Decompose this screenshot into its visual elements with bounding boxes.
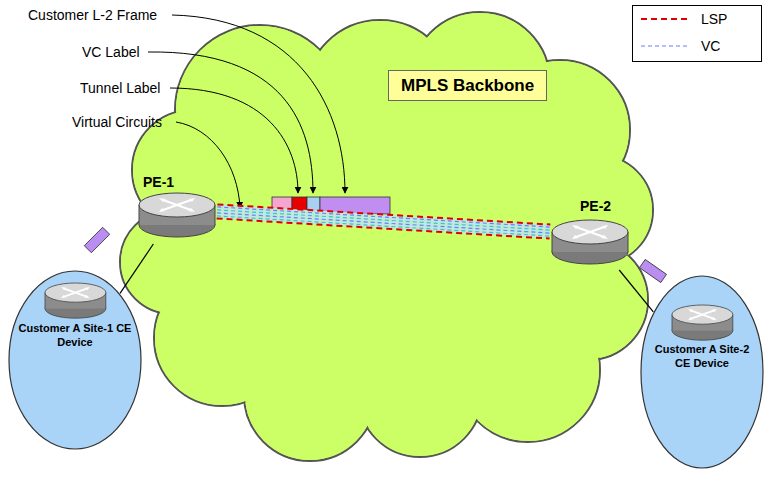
legend-line	[641, 18, 687, 20]
node-text: PE-1	[143, 174, 217, 192]
access-line	[619, 270, 653, 312]
vc-line	[217, 216, 550, 236]
legend-entry: LSP	[641, 9, 727, 29]
legend-text: VC	[701, 38, 720, 54]
access-line	[120, 244, 153, 293]
site-outline	[640, 275, 764, 469]
access-link	[619, 270, 653, 312]
site-ellipse	[641, 276, 763, 468]
callout-label: VC Label	[82, 44, 140, 60]
node-text: Customer A Site-2 CE Device	[647, 343, 757, 371]
leader-lines	[148, 15, 345, 208]
vc-line	[217, 210, 550, 230]
callout-label: Virtual Circuits	[72, 114, 162, 130]
backbone-label-box: MPLS Backbone	[388, 70, 547, 101]
legend-sample	[641, 14, 689, 24]
node-text: MPLS Backbone	[401, 75, 534, 96]
legend-line	[641, 45, 687, 46]
router-icon	[552, 220, 628, 264]
node-text: PE-2	[580, 198, 630, 216]
frame-icon	[639, 259, 666, 282]
frame-icon	[84, 227, 109, 252]
lsp-line	[217, 218, 550, 238]
legend-text: LSP	[701, 11, 727, 27]
router-icon	[139, 193, 215, 237]
callout-label: Customer L-2 Frame	[28, 7, 157, 23]
customer-site: Customer A Site-1 CE Device	[8, 270, 142, 450]
access-link	[120, 244, 153, 293]
node-text: Customer A Site-1 CE Device	[17, 322, 133, 350]
legend-sample	[641, 41, 689, 51]
vc-line	[217, 213, 550, 233]
pe-router: PE-1	[137, 174, 217, 244]
legend-entry: VC	[641, 36, 720, 56]
router-icon	[672, 305, 733, 340]
vc-band	[217, 204, 551, 238]
router-icon	[45, 283, 106, 318]
pe-router: PE-2	[550, 198, 630, 270]
legend-box: LSP VC	[632, 5, 762, 62]
callout-label: Tunnel Label	[80, 80, 160, 96]
lsp-bundle	[217, 204, 551, 238]
vc-line	[217, 207, 550, 227]
site-outline	[8, 270, 142, 450]
mpls-cloud	[120, 12, 653, 461]
customer-site: Customer A Site-2 CE Device	[640, 275, 764, 469]
site-ellipse	[9, 271, 141, 449]
